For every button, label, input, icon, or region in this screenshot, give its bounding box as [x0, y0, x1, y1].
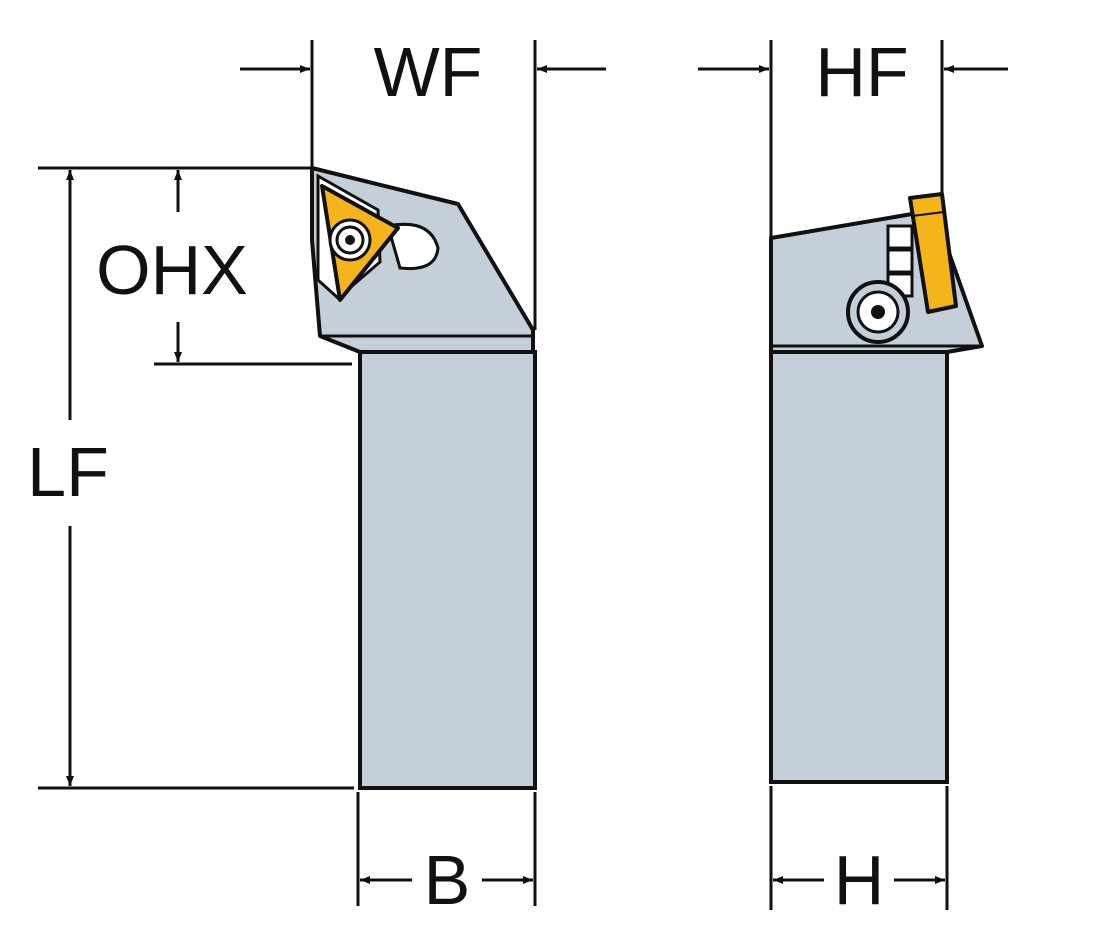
torx-screw-icon — [846, 280, 910, 344]
label-ohx: OHX — [96, 231, 248, 309]
label-wf: WF — [374, 33, 483, 111]
torx-screw-icon — [335, 225, 365, 255]
side-shank — [769, 350, 949, 784]
side-view — [769, 192, 984, 784]
label-h: H — [834, 841, 885, 919]
label-lf: LF — [27, 433, 109, 511]
front-shank — [358, 350, 537, 790]
side-threading-insert — [908, 192, 958, 314]
front-view — [310, 166, 537, 790]
label-hf: HF — [815, 33, 908, 111]
label-b: B — [424, 841, 471, 919]
front-clamp-lobe — [386, 222, 440, 271]
dimension-lines — [38, 40, 1008, 910]
side-clamp-steps — [886, 224, 914, 298]
